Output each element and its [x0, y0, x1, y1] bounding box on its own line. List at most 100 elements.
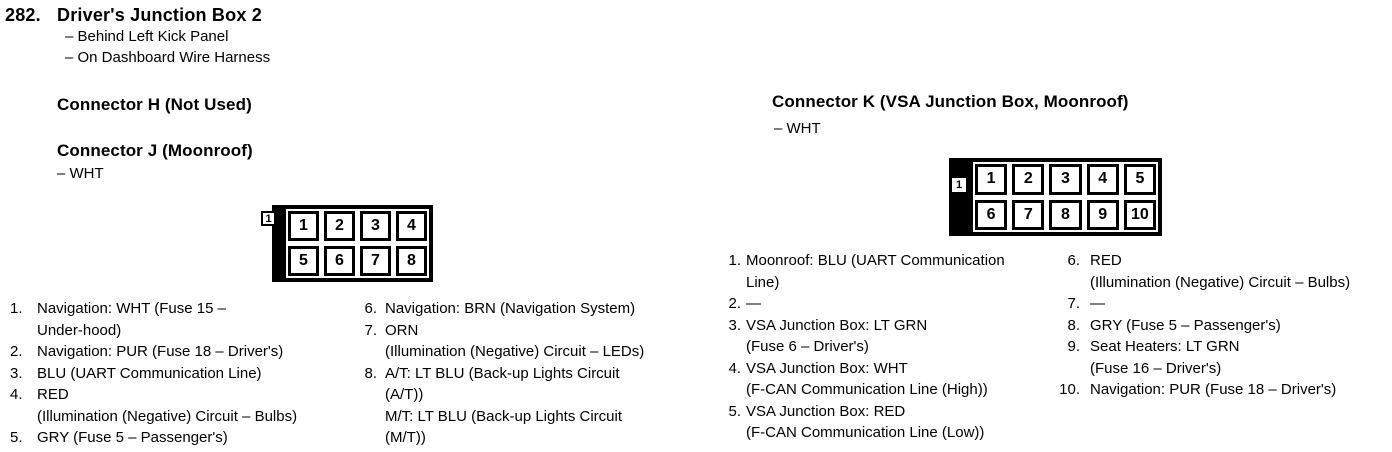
pin-description: — — [746, 293, 761, 315]
location-note: – Behind Left Kick Panel — [65, 28, 229, 45]
pin-description: GRY (Fuse 5 – Passenger's) — [37, 427, 228, 449]
pin-description-line: (Illumination (Negative) Circuit – Bulbs… — [37, 407, 298, 425]
pin-description-line: GRY (Fuse 5 – Passenger's) — [37, 429, 228, 446]
pin-number: 1. — [728, 252, 741, 269]
pin-number: 2. — [728, 295, 741, 312]
housing-tab — [997, 158, 1003, 162]
pin-entry: 5. VSA Junction Box: RED (F-CAN Communicat… — [726, 401, 1005, 444]
pin-description: VSA Junction Box: WHT(F-CAN Communicatio… — [746, 358, 988, 401]
pin-cavity: 10 — [1123, 199, 1156, 230]
pin-cavity: 5 — [288, 246, 319, 276]
section-number: 282. — [5, 5, 41, 25]
cavity-1-marker: 1 — [950, 176, 968, 194]
pin-entry: 5. GRY (Fuse 5 – Passenger's) — [10, 427, 297, 449]
pin-description: VSA Junction Box: RED (F-CAN Communicatio… — [746, 401, 984, 444]
location-note: – On Dashboard Wire Harness — [65, 48, 271, 66]
pin-entry: 6. Navigation: BRN (Navigation System) — [355, 298, 644, 320]
pin-description-line: VSA Junction Box: LT GRN — [746, 316, 928, 334]
pin-description-line: (Illumination (Negative) Circuit – LEDs) — [385, 343, 645, 360]
pin-description: BLU (UART Communication Line) — [37, 363, 262, 385]
pin-description: ORN (Illumination (Negative) Circuit – LE… — [385, 320, 644, 363]
pin-cavity: 3 — [360, 211, 391, 241]
pin-description-line: VSA Junction Box: RED — [746, 402, 906, 420]
pin-entry: 2. — — [726, 293, 1005, 315]
pin-number: 9. — [1067, 338, 1080, 355]
pin-cavity: 6 — [324, 246, 355, 276]
pin-number: 1. — [10, 300, 23, 317]
pin-entry: 7.ORN(Illumination (Negative) Circuit – … — [355, 320, 644, 363]
pin-entry: 4.RED(Illumination (Negative) Circuit – … — [10, 384, 297, 427]
pin-description: — — [1090, 293, 1105, 315]
connector-keying-bar — [953, 162, 973, 232]
pin-description-line: (F-CAN Communication Line (Low)) — [746, 424, 985, 441]
housing-tab — [1114, 158, 1120, 162]
pin-entry: 8. A/T: LT BLU (Back-up Lights Circuit (A/… — [355, 363, 644, 449]
pin-description-line: GRY (Fuse 5 – Passenger's) — [1090, 316, 1281, 334]
pin-description-line: (F-CAN Communication Line (High)) — [746, 381, 988, 398]
pin-entry: 6.RED(Illumination (Negative) Circuit – … — [1052, 250, 1350, 293]
pin-description-line: — — [746, 295, 761, 312]
pin-number: 7. — [1067, 295, 1080, 312]
pin-description-line: Navigation: PUR (Fuse 18 – Driver's) — [37, 343, 284, 360]
pin-number: 4. — [728, 359, 741, 377]
pin-number: 5. — [10, 429, 23, 446]
pin-number: 8. — [364, 364, 377, 382]
pin-cavity: 3 — [1049, 164, 1082, 195]
pin-description-line: M/T: LT BLU (Back-up Lights Circuit — [385, 407, 623, 425]
pin-description-line: A/T: LT BLU (Back-up Lights Circuit — [385, 364, 620, 382]
pin-entry: 3.BLU (UART Communication Line) — [10, 363, 297, 385]
pin-cavity: 8 — [396, 246, 427, 276]
pin-entry: 4. VSA Junction Box: WHT(F-CAN Communicat… — [726, 358, 1005, 401]
pin-description-line: Navigation: PUR (Fuse 18 – Driver's) — [1090, 381, 1337, 398]
pin-description-line: (A/T)) — [385, 386, 424, 403]
pin-entry: 2.Navigation: PUR (Fuse 18 – Driver's) — [10, 341, 297, 363]
pin-description: GRY (Fuse 5 – Passenger's) — [1090, 315, 1281, 337]
pin-entry: 10.Navigation: PUR (Fuse 18 – Driver's) — [1052, 379, 1350, 401]
pin-description-line: (M/T)) — [385, 429, 426, 446]
pin-description-line: (Fuse 6 – Driver's) — [746, 338, 869, 355]
pin-description-line: (Illumination (Negative) Circuit – Bulbs… — [1090, 273, 1351, 291]
connector-k-pin-list-col2: 6.RED(Illumination (Negative) Circuit – … — [1052, 250, 1350, 401]
pin-description: RED(Illumination (Negative) Circuit – Bu… — [37, 384, 297, 427]
pin-cavity: 8 — [1049, 199, 1082, 230]
pin-cavity: 4 — [396, 211, 427, 241]
connector-k-wire-color: – WHT — [774, 120, 821, 137]
pin-description: Navigation: BRN (Navigation System) — [385, 298, 635, 320]
housing-tab — [958, 158, 964, 162]
pin-description-line: Under-hood) — [37, 321, 122, 339]
pin-cavity: 4 — [1086, 164, 1119, 195]
pin-number: 5. — [728, 402, 741, 420]
pin-description-line: BLU (UART Communication Line) — [37, 364, 262, 382]
pin-description: Navigation: PUR (Fuse 18 – Driver's) — [1090, 379, 1336, 401]
housing-tab — [1153, 158, 1159, 162]
connector-j-pin-list-col2: 6. Navigation: BRN (Navigation System)7.O… — [355, 298, 644, 449]
pin-description-line: (Fuse 16 – Driver's) — [1090, 359, 1222, 377]
pin-cavity: 1 — [288, 211, 319, 241]
pin-entry: 9. Seat Heaters: LT GRN(Fuse 16 – Driver'… — [1052, 336, 1350, 379]
pin-cavity: 2 — [1012, 164, 1045, 195]
pin-number: 3. — [728, 316, 741, 334]
pin-number: 8. — [1067, 316, 1080, 334]
pin-cavity: 7 — [360, 246, 391, 276]
housing-tab — [1036, 158, 1042, 162]
housing-tab — [316, 205, 323, 209]
connector-j-wire-color: – WHT — [57, 165, 104, 182]
pin-description-line: Moonroof: BLU (UART Communication — [746, 252, 1005, 269]
pin-entry: 7. — — [1052, 293, 1350, 315]
pin-description-line: ORN — [385, 321, 419, 339]
connector-j-pin-list-col1: 1.Navigation: WHT (Fuse 15 –Under-hood)2… — [10, 298, 297, 449]
pin-description: A/T: LT BLU (Back-up Lights Circuit (A/T)… — [385, 363, 622, 449]
pin-cavity: 6 — [975, 199, 1008, 230]
pin-description: Seat Heaters: LT GRN(Fuse 16 – Driver's) — [1090, 336, 1240, 379]
pin-number: 6. — [364, 300, 377, 317]
pin-cavity: 1 — [975, 164, 1008, 195]
housing-tab — [424, 205, 430, 209]
connector-k-heading: Connector K (VSA Junction Box, Moonroof) — [772, 92, 1129, 111]
